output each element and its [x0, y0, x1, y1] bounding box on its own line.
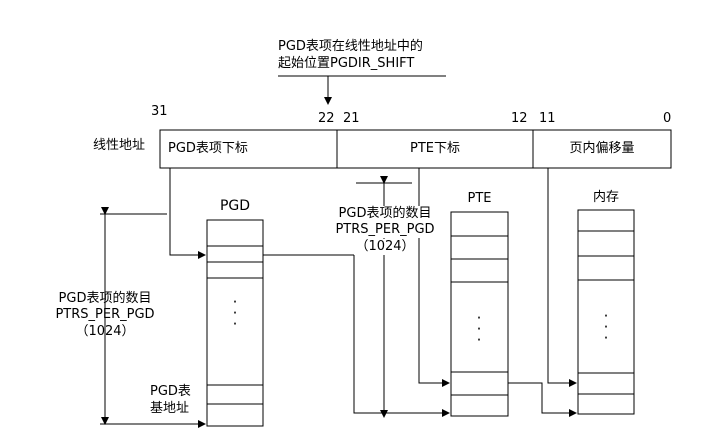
pgd-entry-to-pte-arrow: [263, 254, 450, 417]
field-pte-index: PTE下标: [410, 141, 460, 156]
pte-index-arrow: [418, 168, 450, 387]
pte-table-title: PTE: [467, 191, 492, 206]
linear-address-box: [159, 129, 672, 169]
middle-annotation-line3: （1024）: [354, 239, 416, 255]
pgd-base-line2: 基地址: [150, 401, 190, 416]
top-annotation-line2: 起始位置PGDIR_SHIFT: [278, 56, 415, 71]
bit-12: 12: [511, 111, 528, 126]
memory-table-title: 内存: [592, 190, 619, 205]
pte-ellipsis: · · ·: [476, 309, 482, 349]
pgd-table-box: [206, 219, 264, 427]
field-pgd-index: PGD表项下标: [168, 141, 248, 156]
top-annotation-line1: PGD表项在线性地址中的: [278, 39, 423, 54]
offset-arrow: [547, 168, 577, 387]
linear-address-label: 线性地址: [93, 138, 146, 153]
memory-ellipsis: · · ·: [603, 307, 609, 347]
middle-annotation-line2: PTRS_PER_PGD: [329, 222, 441, 238]
pgd-base-line1: PGD表: [150, 384, 191, 399]
pte-table-box: [450, 211, 509, 417]
bit-11: 11: [539, 111, 556, 126]
pgd-table-title: PGD: [219, 198, 251, 214]
pgd-index-arrow: [169, 168, 206, 259]
left-annotation-line1: PGD表项的数目: [58, 291, 152, 306]
pgd-ellipsis: · · ·: [232, 293, 238, 333]
pte-entry-to-memory-arrow: [508, 382, 577, 417]
bit-22: 22: [318, 111, 335, 126]
left-annotation-line2: PTRS_PER_PGD: [55, 307, 155, 322]
left-annotation-line3: （1024）: [75, 324, 135, 339]
bit-21: 21: [343, 111, 360, 126]
bit-31: 31: [151, 104, 168, 119]
bit-0: 0: [663, 111, 672, 126]
middle-annotation-line1: PGD表项的数目: [329, 206, 441, 222]
memory-table-box: [577, 209, 635, 415]
field-page-offset: 页内偏移量: [569, 141, 635, 156]
